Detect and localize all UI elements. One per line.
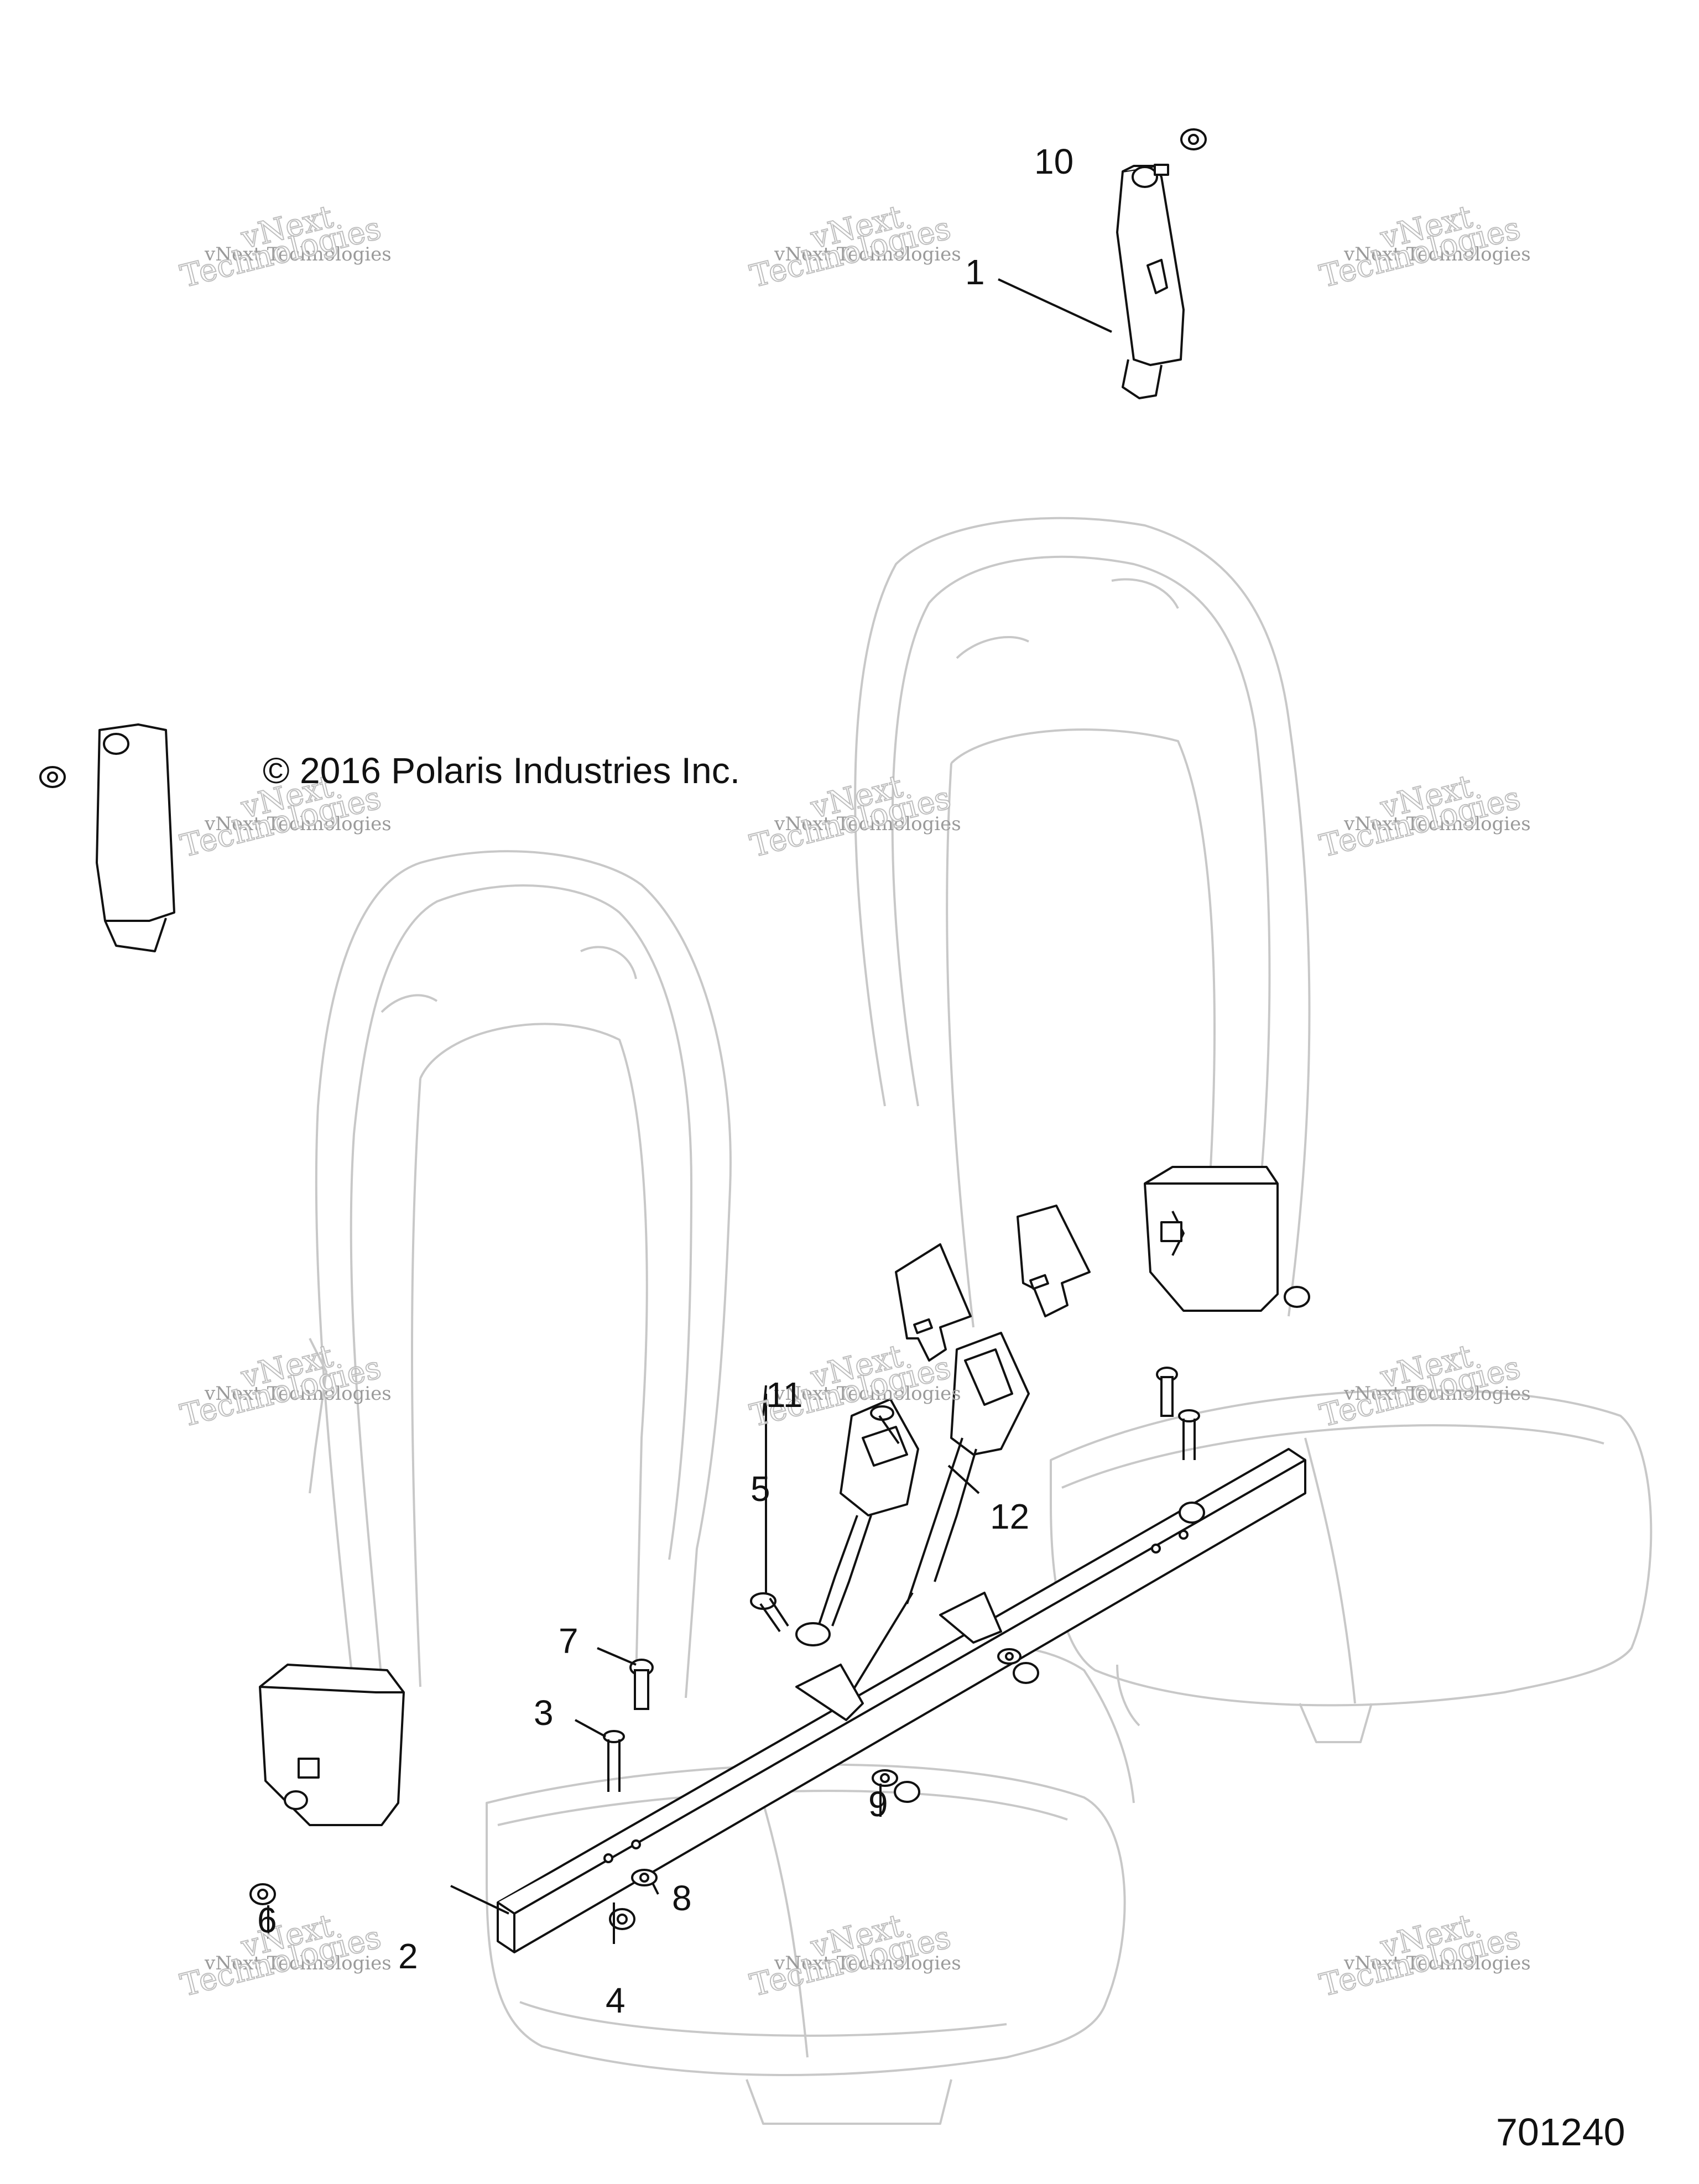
callout-6: 6 bbox=[257, 1900, 277, 1940]
stud-right bbox=[1156, 1367, 1178, 1417]
leader-lines bbox=[267, 1385, 980, 1944]
belt-tongue-left bbox=[895, 1243, 972, 1362]
callout-3: 3 bbox=[534, 1693, 554, 1733]
callout-2: 2 bbox=[398, 1936, 418, 1976]
copyright-notice: © 2016 Polaris Industries Inc. bbox=[263, 750, 741, 791]
nut-4 bbox=[609, 1908, 635, 1930]
buckle-11 bbox=[795, 1398, 919, 1646]
washer-9 bbox=[872, 1769, 898, 1787]
leader-1 bbox=[998, 278, 1112, 333]
washer-r bbox=[997, 1648, 1022, 1665]
buckle-12 bbox=[906, 1332, 1030, 1604]
callout-11: 11 bbox=[766, 1375, 803, 1415]
right-seat-outline bbox=[854, 517, 1653, 1743]
stud-7 bbox=[629, 1659, 654, 1710]
callout-7: 7 bbox=[559, 1621, 579, 1661]
cross-bar bbox=[497, 1448, 1306, 1953]
upper-belt-mount-left bbox=[39, 723, 175, 952]
callout-8: 8 bbox=[672, 1878, 692, 1918]
nut-10 bbox=[1180, 128, 1207, 150]
left-seat-outline bbox=[309, 850, 1135, 2125]
retractor-left bbox=[249, 1664, 405, 1905]
nut-r2 bbox=[1179, 1502, 1205, 1524]
nut-right-retractor bbox=[1284, 1286, 1310, 1308]
callout-12: 12 bbox=[990, 1497, 1030, 1536]
nut-r1 bbox=[1013, 1662, 1039, 1684]
bolt-5 bbox=[750, 1592, 789, 1633]
nut-6 bbox=[249, 1883, 276, 1905]
callout-10: 10 bbox=[1034, 142, 1074, 181]
bolt-right bbox=[1178, 1409, 1200, 1460]
bolt-3 bbox=[603, 1730, 625, 1792]
nut-left bbox=[39, 766, 66, 788]
callout-9: 9 bbox=[868, 1784, 888, 1824]
belt-tongue-right bbox=[1017, 1205, 1091, 1317]
nut-9b bbox=[894, 1781, 920, 1803]
retractor-right bbox=[1144, 1166, 1310, 1312]
bolt-5b bbox=[870, 1405, 900, 1445]
callout-4: 4 bbox=[606, 1980, 626, 2020]
callout-5: 5 bbox=[751, 1469, 770, 1509]
washer-8 bbox=[631, 1869, 658, 1886]
upper-belt-mount-top bbox=[1116, 128, 1207, 399]
illustration-reference-number: 701240 bbox=[1496, 2110, 1625, 2154]
callout-1: 1 bbox=[965, 252, 985, 292]
hardware bbox=[603, 1367, 1205, 1930]
